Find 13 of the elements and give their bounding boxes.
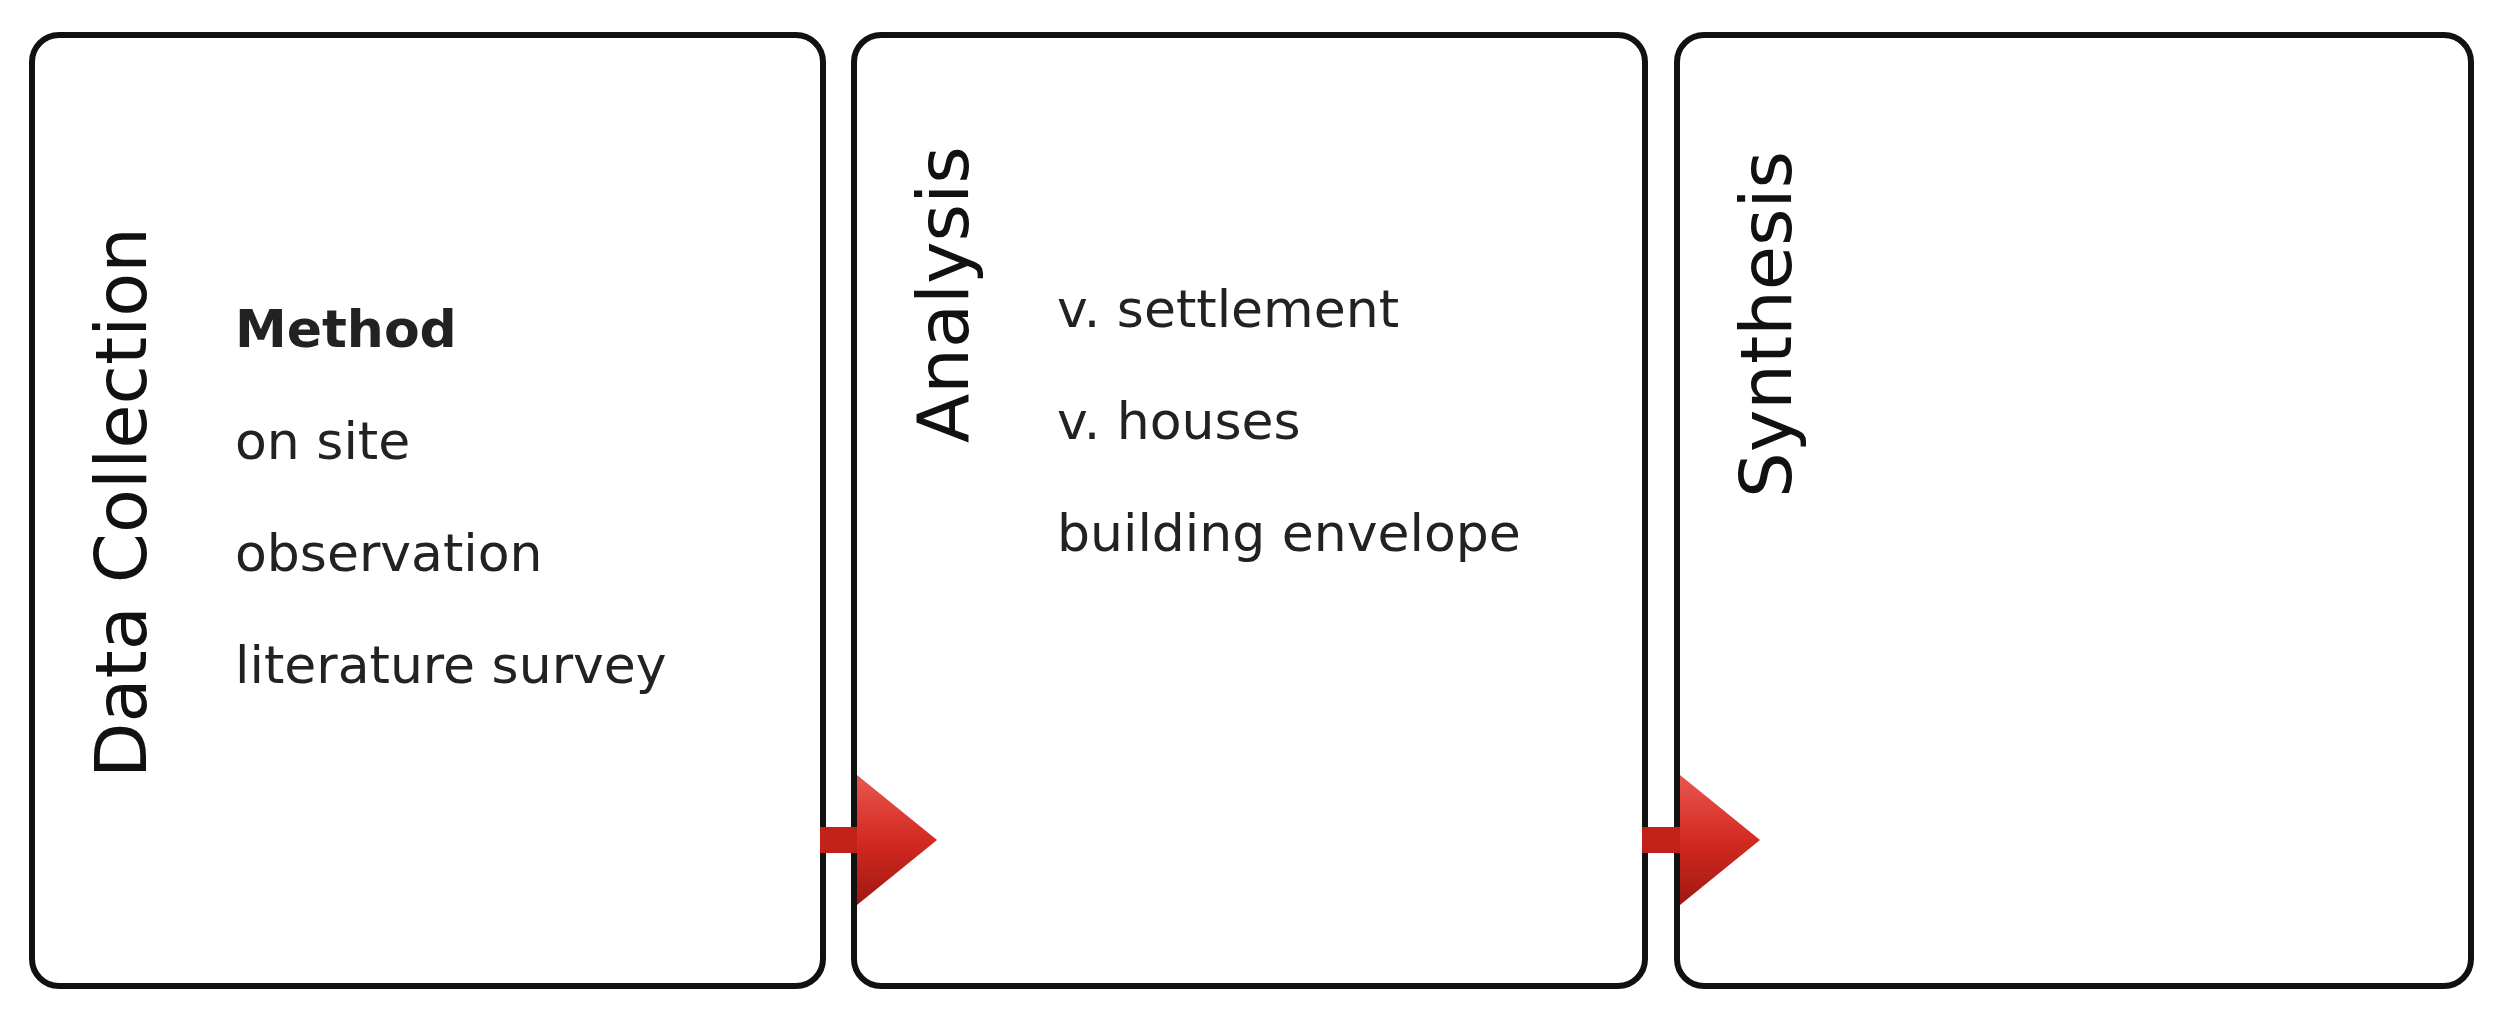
stage-panel xyxy=(29,32,826,989)
list-item: v. settlement xyxy=(1057,278,1400,341)
list-item: building envelope xyxy=(1057,502,1521,565)
arrow xyxy=(1642,775,1760,905)
stage-title: Data Collection xyxy=(85,227,157,778)
list-heading: Method xyxy=(235,298,457,361)
arrow xyxy=(820,775,937,905)
stage-panel xyxy=(1674,32,2474,989)
list-item: on site xyxy=(235,410,411,473)
list-item: observation xyxy=(235,522,543,585)
list-item: v. houses xyxy=(1057,390,1301,453)
list-item: literature survey xyxy=(235,634,667,697)
stage-panel xyxy=(851,32,1648,989)
